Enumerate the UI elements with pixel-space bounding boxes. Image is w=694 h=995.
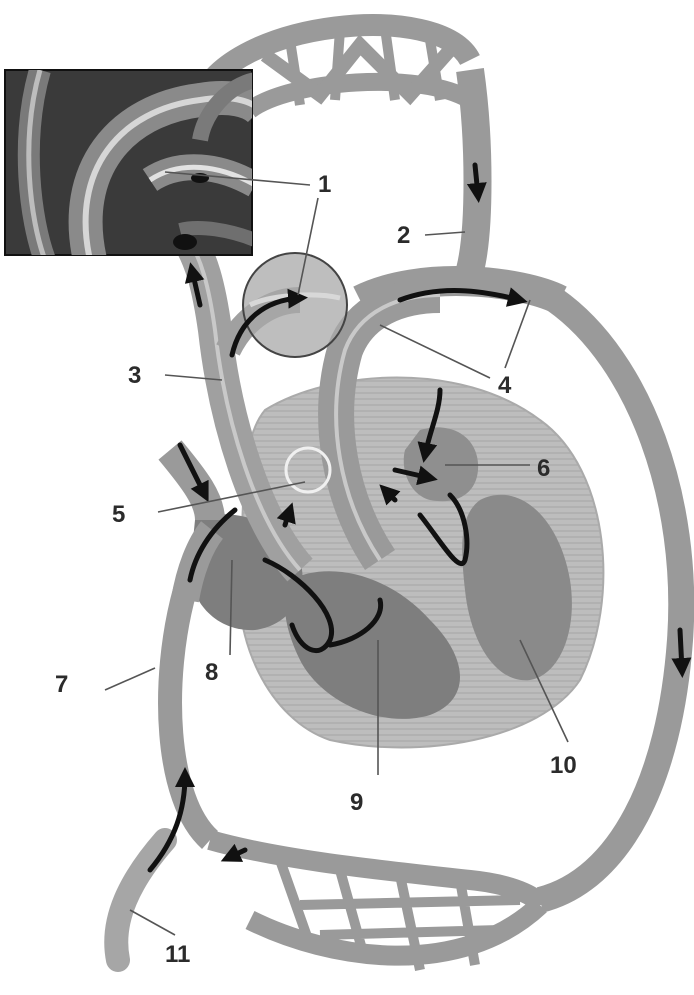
ductus-inset xyxy=(5,70,260,260)
label-1: 1 xyxy=(318,171,331,198)
label-8: 8 xyxy=(205,659,218,686)
ductus-highlight-circle xyxy=(243,253,347,357)
label-11: 11 xyxy=(165,941,190,968)
label-5: 5 xyxy=(112,501,125,528)
label-3: 3 xyxy=(128,362,141,389)
label-10: 10 xyxy=(550,752,577,779)
label-4: 4 xyxy=(498,372,512,399)
label-6: 6 xyxy=(537,455,550,482)
label-2: 2 xyxy=(397,222,410,249)
label-9: 9 xyxy=(350,789,363,816)
label-7: 7 xyxy=(55,671,68,698)
